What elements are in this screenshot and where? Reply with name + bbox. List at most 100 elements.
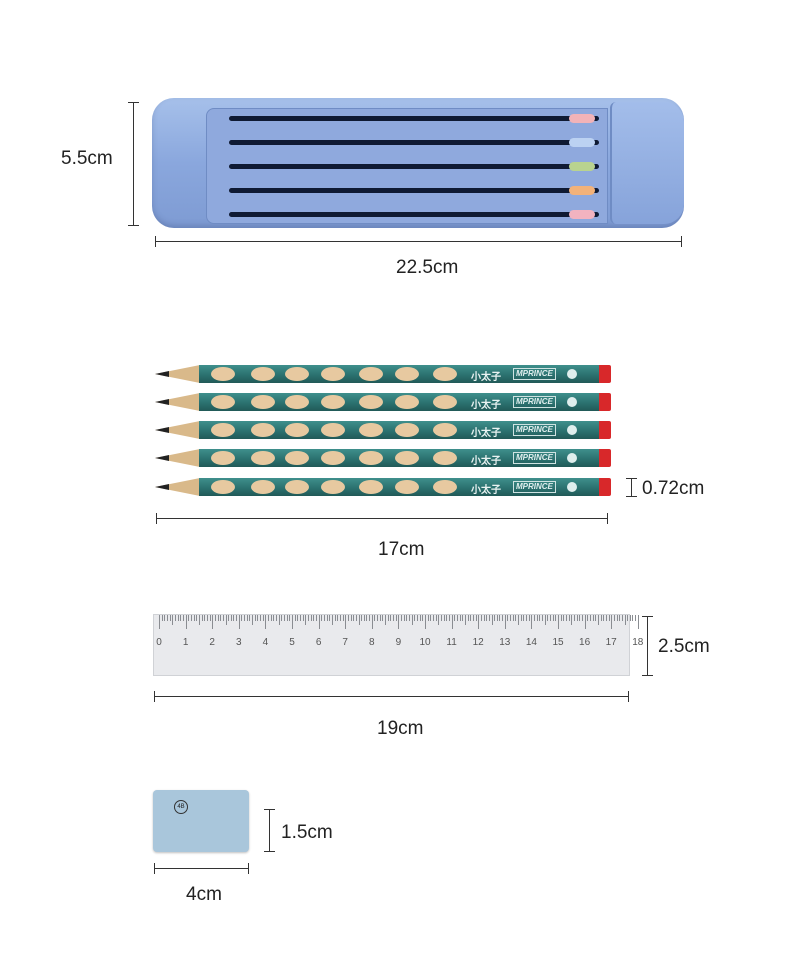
ruler-number: 12 bbox=[472, 637, 484, 648]
ruler-tick bbox=[230, 615, 232, 621]
ruler-tick bbox=[390, 615, 392, 621]
ruler-tick bbox=[422, 615, 424, 621]
pencil-grip-dot bbox=[251, 480, 275, 494]
ruler-tick bbox=[613, 615, 615, 621]
pencil-grip-dot bbox=[285, 423, 309, 437]
ruler-tick bbox=[448, 615, 450, 621]
ruler-number: 8 bbox=[369, 637, 375, 648]
eraser-height-dimension-line bbox=[264, 809, 275, 852]
ruler-tick bbox=[254, 615, 256, 621]
ruler-tick bbox=[542, 615, 544, 621]
ruler-tick bbox=[347, 615, 349, 621]
pencil-grip-dot bbox=[395, 395, 419, 409]
ruler-tick bbox=[379, 615, 381, 621]
ruler-tick bbox=[228, 615, 230, 621]
ruler-tick bbox=[600, 615, 602, 621]
ruler-tick bbox=[547, 615, 549, 621]
pencil-tip bbox=[155, 478, 200, 496]
ruler-tick bbox=[276, 615, 278, 621]
ruler-tick bbox=[539, 615, 541, 621]
ruler-tick bbox=[190, 615, 192, 621]
ruler-tick bbox=[371, 615, 373, 629]
ruler-tick bbox=[494, 615, 496, 621]
ruler-tick bbox=[558, 615, 559, 629]
ruler-tick bbox=[286, 615, 288, 621]
ruler-tick bbox=[565, 615, 567, 621]
ruler-tick bbox=[611, 615, 613, 629]
case-height-label: 5.5cm bbox=[61, 148, 113, 169]
ruler-tick bbox=[635, 615, 637, 621]
ruler-tick bbox=[313, 615, 315, 621]
ruler-tick bbox=[603, 615, 605, 621]
pencil-grip-dot bbox=[321, 423, 345, 437]
ruler-tick bbox=[456, 615, 458, 621]
eraser-height-label: 1.5cm bbox=[281, 822, 333, 843]
ruler-tick bbox=[440, 615, 442, 621]
ruler-tick bbox=[432, 615, 434, 621]
ruler-tick bbox=[204, 615, 206, 621]
pencil-grip-dot bbox=[433, 395, 457, 409]
ruler-tick bbox=[363, 615, 365, 621]
pencil-grip-dot bbox=[395, 423, 419, 437]
ruler-tick bbox=[632, 615, 634, 621]
pencil-grip-dot bbox=[359, 395, 383, 409]
ruler-tick bbox=[550, 615, 552, 621]
pencil-slot-slider bbox=[569, 186, 595, 195]
ruler-tick bbox=[496, 615, 498, 621]
pencil-slot-slider bbox=[569, 138, 595, 147]
ruler-tick bbox=[177, 615, 179, 621]
pencil-slot-slider bbox=[569, 114, 595, 123]
ruler-tick bbox=[589, 615, 591, 621]
ruler-tick bbox=[236, 615, 238, 621]
ruler-tick bbox=[369, 615, 371, 621]
ruler-number: 15 bbox=[552, 637, 564, 648]
ruler-tick bbox=[321, 615, 323, 621]
ruler-tick bbox=[515, 615, 517, 621]
ruler-tick bbox=[470, 615, 472, 621]
pencil-grip-dot bbox=[433, 451, 457, 465]
ruler-tick bbox=[419, 615, 421, 621]
ruler-tick bbox=[462, 615, 464, 621]
eraser-logo: 4B bbox=[174, 800, 188, 814]
pencil-end-cap bbox=[599, 449, 611, 467]
ruler-tick bbox=[393, 615, 395, 621]
ruler-tick bbox=[472, 615, 474, 621]
pencil-grip-dot bbox=[395, 451, 419, 465]
ruler-tick bbox=[621, 615, 623, 621]
ruler-tick bbox=[382, 615, 384, 621]
ruler-length-label: 19cm bbox=[377, 718, 424, 739]
ruler-tick bbox=[329, 615, 331, 621]
pencil-end-cap bbox=[599, 478, 611, 496]
case-width-dimension-line bbox=[155, 236, 682, 247]
eraser: 4B bbox=[153, 790, 249, 852]
pencil-slot-slider bbox=[569, 210, 595, 219]
pencil-brand-en: MPRINCE bbox=[513, 396, 556, 408]
ruler-tick bbox=[478, 615, 480, 629]
pencil-lead bbox=[155, 427, 169, 433]
ruler-tick bbox=[454, 615, 456, 621]
ruler-tick bbox=[265, 615, 267, 629]
pencil-brand-en: MPRINCE bbox=[513, 424, 556, 436]
ruler-tick bbox=[403, 615, 405, 621]
ruler-tick bbox=[587, 615, 589, 621]
ruler-tick bbox=[249, 615, 251, 621]
pencil-end-cap bbox=[599, 365, 611, 383]
pencil-lead bbox=[155, 399, 169, 405]
ruler-tick bbox=[337, 615, 339, 621]
ruler-tick bbox=[262, 615, 264, 621]
ruler-tick bbox=[252, 615, 254, 625]
ruler-tick bbox=[414, 615, 416, 621]
ruler-tick bbox=[398, 615, 400, 629]
ruler-number: 14 bbox=[525, 637, 537, 648]
ruler-tick bbox=[499, 615, 501, 621]
ruler-tick bbox=[212, 615, 214, 629]
ruler-number: 4 bbox=[262, 637, 269, 648]
ruler-tick bbox=[358, 615, 360, 625]
ruler-tick bbox=[576, 615, 578, 621]
pencil-grip-dot bbox=[359, 423, 383, 437]
ruler-tick bbox=[299, 615, 301, 621]
